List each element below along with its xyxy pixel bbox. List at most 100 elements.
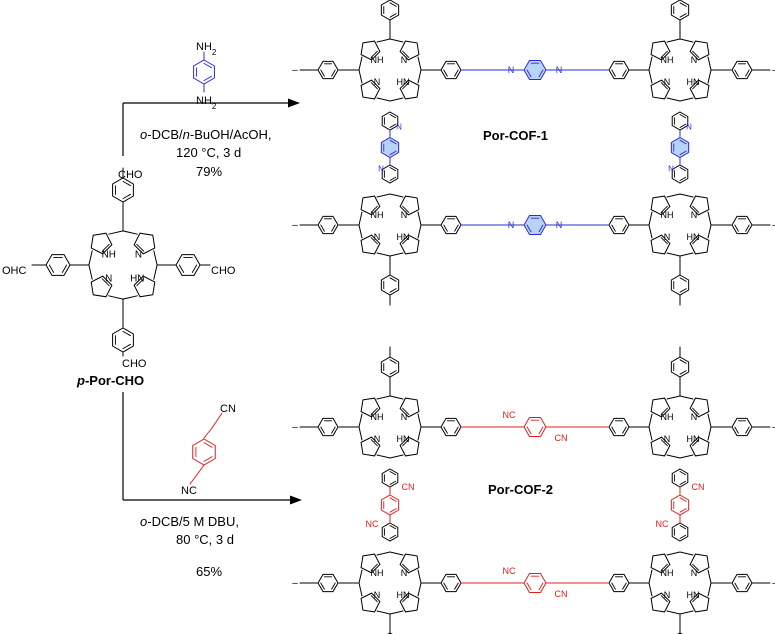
bond xyxy=(203,427,213,439)
n-label: N xyxy=(374,232,381,242)
double-bond xyxy=(370,563,378,571)
terminal-phenyl xyxy=(380,0,400,21)
meso-bond xyxy=(417,56,422,71)
double-bond xyxy=(622,224,627,232)
pyrrole-ring xyxy=(650,195,671,216)
dash: – xyxy=(772,422,775,433)
reagent-p-phenylenediamine xyxy=(193,51,215,93)
double-bond xyxy=(443,582,448,590)
terminal-phenyl xyxy=(731,60,753,80)
reagent2-nc-bottom: NC xyxy=(181,485,197,497)
double-bond xyxy=(389,480,397,485)
double-bond xyxy=(660,407,668,415)
linker-phenyl xyxy=(440,215,462,235)
linker-phenyl xyxy=(440,417,462,437)
meso-bond xyxy=(389,395,404,400)
double-bond xyxy=(370,595,378,603)
linker-core-ring xyxy=(380,494,400,516)
double-bond xyxy=(389,176,397,181)
n-label: N xyxy=(664,77,671,87)
ring-outline xyxy=(175,254,201,276)
double-bond xyxy=(389,277,397,282)
meso-bond xyxy=(666,454,681,459)
double-bond xyxy=(660,595,668,603)
meso-bond xyxy=(153,264,158,280)
pyrrole-ring xyxy=(689,40,710,61)
double-bond xyxy=(745,582,750,590)
double-bond xyxy=(191,264,198,273)
double-bond xyxy=(692,407,700,415)
ring-outline xyxy=(731,417,753,437)
double-bond xyxy=(454,426,459,434)
meso-bond xyxy=(648,211,653,226)
pyrrole-ring xyxy=(689,592,710,613)
double-bond xyxy=(660,563,668,571)
nh-label: NH xyxy=(661,568,674,578)
linker-core-ring xyxy=(523,416,547,438)
pyrrole-ring xyxy=(360,592,381,613)
double-bond xyxy=(679,480,687,485)
pyrrole-ring xyxy=(399,40,420,61)
meso-bond xyxy=(707,426,712,441)
hn-label: HN xyxy=(397,232,410,242)
double-bond xyxy=(679,525,687,530)
meso-bond xyxy=(358,413,363,428)
pyrrole-ring xyxy=(650,592,671,613)
dash: – xyxy=(772,578,775,589)
double-bond xyxy=(526,582,532,591)
bond xyxy=(195,464,205,477)
double-bond xyxy=(611,224,616,232)
n-label: N xyxy=(401,210,408,220)
reaction-arrow-1 xyxy=(122,98,300,156)
linker-phenyl xyxy=(671,522,689,542)
double-bond xyxy=(389,508,397,513)
linker-phenyl xyxy=(381,468,399,488)
reagent2-ring xyxy=(192,438,216,466)
ring-outline xyxy=(381,164,399,184)
double-bond xyxy=(692,205,700,213)
pyrrole-ring xyxy=(360,40,381,61)
terminal-phenyl xyxy=(731,417,753,437)
n-label: N xyxy=(374,77,381,87)
pyrrole-ring xyxy=(650,40,671,61)
double-bond xyxy=(389,167,397,172)
terminal-phenyl xyxy=(380,274,400,296)
double-bond xyxy=(389,525,397,530)
cyano-label: NC xyxy=(503,410,516,420)
reaction-arrow-2 xyxy=(122,392,302,505)
meso-bond xyxy=(679,395,694,400)
meso-bond xyxy=(417,211,422,226)
double-bond xyxy=(611,69,616,77)
double-bond xyxy=(61,264,68,273)
linker-core-ring xyxy=(380,136,400,159)
double-bond xyxy=(679,277,687,282)
double-bond xyxy=(526,426,532,435)
n-label: N xyxy=(105,274,112,285)
double-bond xyxy=(660,205,668,213)
reactant-cho-left: OHC xyxy=(2,265,27,277)
double-bond xyxy=(660,82,668,90)
meso-bond xyxy=(666,193,681,198)
reactant-phenyl-bottom xyxy=(112,327,134,353)
double-bond xyxy=(389,13,397,18)
double-bond xyxy=(538,426,544,435)
meso-bond xyxy=(389,610,404,615)
double-bond xyxy=(370,439,378,447)
ring-outline xyxy=(381,522,399,542)
cyano-label: NC xyxy=(656,519,669,529)
double-bond xyxy=(101,278,110,287)
double-bond xyxy=(389,288,397,293)
meso-bond xyxy=(707,211,712,226)
double-bond xyxy=(526,69,532,78)
meso-bond xyxy=(417,582,422,597)
nh-label: NH xyxy=(371,412,384,422)
reactant-cho-right: CHO xyxy=(211,265,236,277)
meso-bond xyxy=(417,69,422,84)
double-bond xyxy=(679,359,687,364)
double-bond xyxy=(101,243,110,252)
meso-bond xyxy=(679,454,694,459)
